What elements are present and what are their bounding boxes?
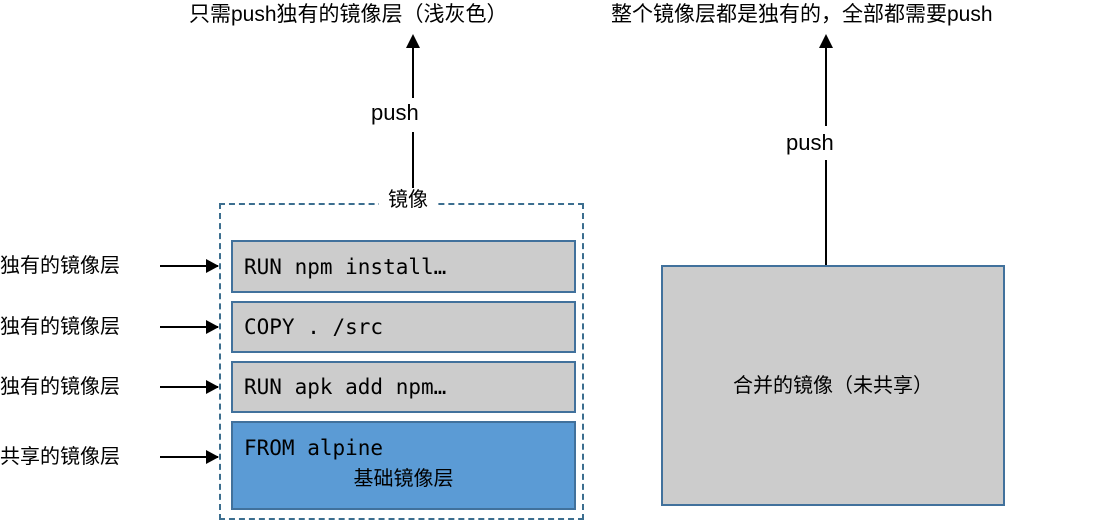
left-push-arrowhead-icon	[406, 34, 420, 48]
merged-image-box: 合并的镜像（未共享）	[661, 265, 1005, 506]
right-push-arrow-lower-segment	[825, 160, 827, 265]
image-layer-run-apk-add-npm: RUN apk add npm…	[231, 361, 576, 413]
right-push-arrowhead-icon	[819, 34, 833, 48]
right-push-label: push	[786, 130, 834, 155]
right-push-arrow-upper-segment	[825, 48, 827, 126]
right-panel-title: 整个镜像层都是独有的，全部都需要push	[611, 3, 993, 26]
image-layer-copy-src: COPY . /src	[231, 301, 576, 353]
image-layer-from-alpine-base: FROM alpine 基础镜像层	[231, 421, 576, 510]
side-arrow-unique-layer-3-icon	[160, 380, 219, 394]
side-label-shared-layer: 共享的镜像层	[0, 446, 120, 468]
side-label-unique-layer-1: 独有的镜像层	[0, 255, 120, 277]
side-arrow-shared-layer-icon	[160, 450, 219, 464]
left-push-arrow-lower-segment	[412, 132, 414, 190]
left-push-label: push	[371, 100, 419, 125]
left-panel-title: 只需push独有的镜像层（浅灰色）	[189, 3, 508, 26]
side-arrow-unique-layer-1-icon	[160, 259, 219, 273]
image-group-label: 镜像	[379, 188, 437, 212]
side-label-unique-layer-3: 独有的镜像层	[0, 376, 120, 398]
base-layer-sublabel: 基础镜像层	[353, 468, 454, 491]
side-arrow-unique-layer-2-icon	[160, 320, 219, 334]
image-layer-run-npm-install: RUN npm install…	[231, 240, 576, 293]
side-label-unique-layer-2: 独有的镜像层	[0, 316, 120, 338]
merged-image-label: 合并的镜像（未共享）	[733, 374, 933, 397]
base-layer-command: FROM alpine	[244, 436, 384, 460]
left-push-arrow-upper-segment	[412, 48, 414, 98]
